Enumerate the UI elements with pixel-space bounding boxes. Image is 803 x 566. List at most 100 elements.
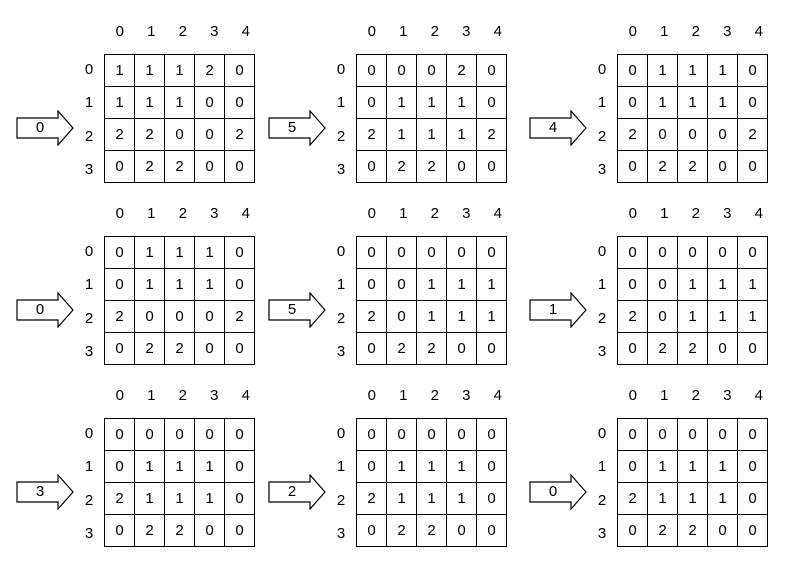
grid-cell: 2 <box>386 150 417 183</box>
grid-cell: 0 <box>104 236 135 269</box>
grid-cell: 2 <box>647 332 678 365</box>
grid-cell: 2 <box>416 514 447 547</box>
grid-cell: 1 <box>134 450 165 483</box>
right-arrow-icon <box>268 292 326 328</box>
row-header: 3 <box>84 342 94 360</box>
row-header: 3 <box>84 524 94 542</box>
right-arrow-icon <box>529 292 587 328</box>
grid-cell: 1 <box>446 482 477 515</box>
column-header: 3 <box>462 387 471 404</box>
grid-cell: 0 <box>617 268 648 301</box>
column-header: 3 <box>462 205 471 222</box>
grid-cell: 0 <box>416 54 447 87</box>
grid-cell: 0 <box>647 236 678 269</box>
grid-cell: 2 <box>737 118 768 151</box>
grid-cell: 0 <box>356 332 387 365</box>
column-header: 1 <box>147 387 156 404</box>
grid-cell: 2 <box>134 150 165 183</box>
grid-cell: 1 <box>416 86 447 119</box>
column-header: 0 <box>367 387 376 404</box>
grid-cell: 0 <box>707 514 738 547</box>
row-header: 3 <box>336 524 346 542</box>
grid-cell: 1 <box>386 450 417 483</box>
grid-cell: 1 <box>677 54 708 87</box>
grid-cell: 1 <box>386 482 417 515</box>
column-header: 1 <box>660 205 669 222</box>
column-header: 0 <box>115 23 124 40</box>
grid-cell: 2 <box>356 118 387 151</box>
grid-cell: 0 <box>194 514 225 547</box>
grid-cell: 0 <box>356 418 387 451</box>
grid-cell: 2 <box>224 118 255 151</box>
grid-cell: 0 <box>677 418 708 451</box>
grid-cell: 0 <box>356 450 387 483</box>
grid-cell: 1 <box>677 482 708 515</box>
grid-cell: 0 <box>476 150 507 183</box>
grid-cell: 0 <box>647 300 678 333</box>
column-header: 1 <box>399 205 408 222</box>
column-header: 4 <box>241 23 250 40</box>
grid-cell: 2 <box>677 514 708 547</box>
row-header: 0 <box>336 425 346 442</box>
grid-cell: 0 <box>104 450 135 483</box>
grid-cell: 0 <box>707 418 738 451</box>
grid-cell: 1 <box>194 450 225 483</box>
grid-cell: 0 <box>194 300 225 333</box>
grid-cell: 2 <box>164 514 195 547</box>
grid-cell: 0 <box>224 54 255 87</box>
column-header: 4 <box>241 387 250 404</box>
right-arrow-icon <box>16 110 74 146</box>
grid-cell: 0 <box>707 236 738 269</box>
grid-cell: 2 <box>617 118 648 151</box>
grid-cell: 1 <box>134 86 165 119</box>
grid-cell: 0 <box>356 268 387 301</box>
grid-cell: 0 <box>224 450 255 483</box>
grid-cell: 0 <box>446 236 477 269</box>
column-header: 1 <box>399 23 408 40</box>
column-header: 1 <box>660 23 669 40</box>
grid-cell: 1 <box>446 86 477 119</box>
row-header: 2 <box>597 491 607 509</box>
action-arrow: 3 <box>16 474 74 510</box>
grid-cell: 1 <box>164 450 195 483</box>
grid-cell: 0 <box>224 236 255 269</box>
grid-cell: 1 <box>386 118 417 151</box>
grid-cell: 0 <box>476 332 507 365</box>
action-label: 0 <box>35 301 45 318</box>
grid-cell: 0 <box>617 54 648 87</box>
grid-cell: 0 <box>476 236 507 269</box>
grid-cell: 2 <box>617 482 648 515</box>
grid-cell: 0 <box>617 332 648 365</box>
column-header: 0 <box>628 205 637 222</box>
grid-cell: 0 <box>617 86 648 119</box>
action-arrow: 4 <box>529 110 587 146</box>
grid-cell: 0 <box>164 118 195 151</box>
grid-cell: 1 <box>416 482 447 515</box>
grid-cell: 0 <box>737 450 768 483</box>
row-header: 1 <box>336 276 346 294</box>
grid-cell: 0 <box>446 332 477 365</box>
grid-cell: 0 <box>194 150 225 183</box>
grid-cell: 0 <box>737 332 768 365</box>
grid-cell: 1 <box>476 268 507 301</box>
action-arrow: 1 <box>529 292 587 328</box>
grid-cell: 2 <box>164 332 195 365</box>
grid-cell: 0 <box>104 150 135 183</box>
grid-cell: 0 <box>164 300 195 333</box>
